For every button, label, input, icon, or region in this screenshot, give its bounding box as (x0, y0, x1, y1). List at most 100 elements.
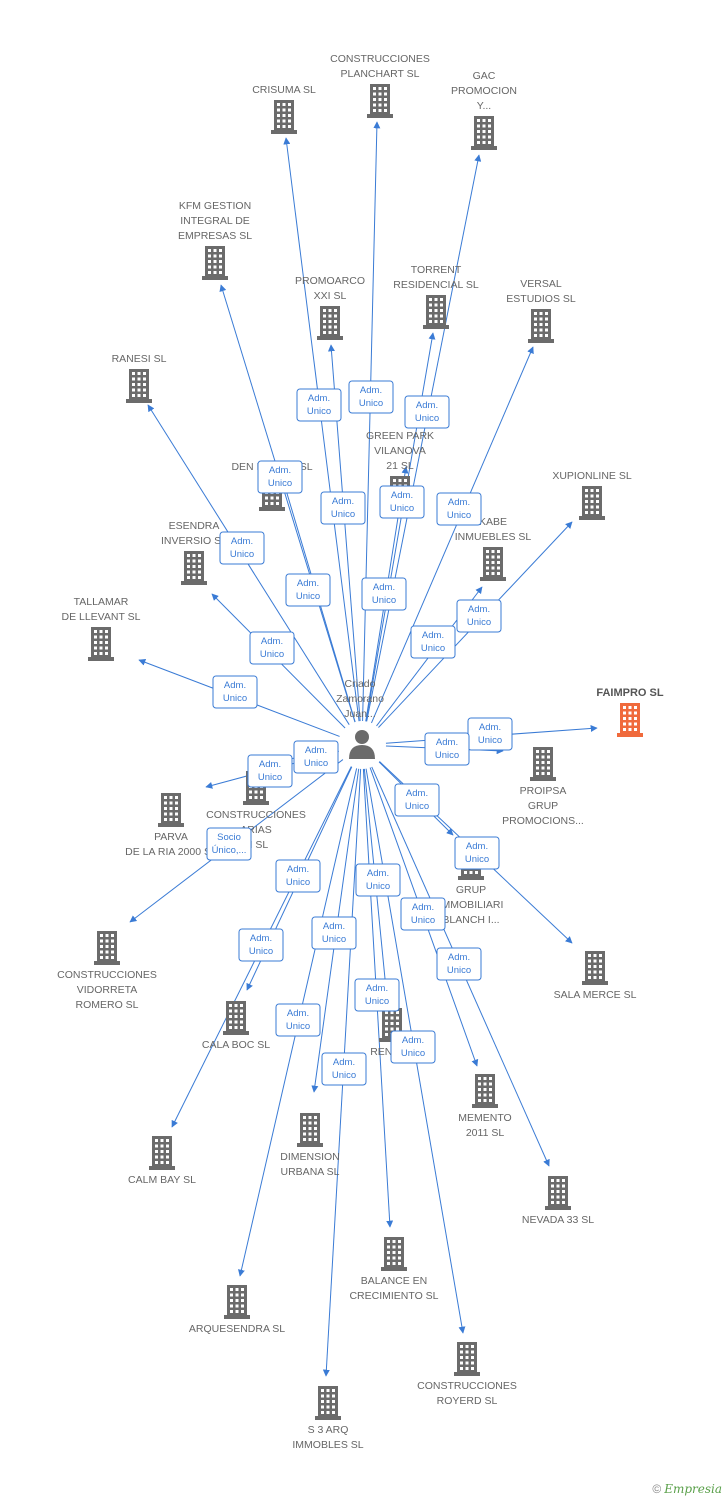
company-name: NEVADA 33 SL (522, 1214, 594, 1226)
company-node-gac[interactable]: GACPROMOCIONY... (451, 70, 517, 150)
company-node-salamerce[interactable]: SALA MERCE SL (554, 951, 637, 1001)
edge-label-box (361, 577, 407, 611)
company-name: 2011 SL (466, 1127, 504, 1139)
company-name: XXI SL (314, 290, 347, 302)
company-node-nevada[interactable]: NEVADA 33 SL (522, 1176, 594, 1226)
edge-label-memento[interactable]: Adm.Unico (400, 897, 446, 931)
edge-label-balance[interactable]: Adm.Unico (354, 978, 400, 1012)
edge-label-box (320, 491, 366, 525)
edge-label-promoarco[interactable]: Adm.Unico (320, 491, 366, 525)
edge-label-text: Unico (268, 478, 292, 489)
edge-label-text: Unico (421, 643, 445, 654)
edge-label-text: Adm. (366, 983, 388, 994)
edge-label-calaboc[interactable]: Adm.Unico (275, 859, 321, 893)
edge-label-torrent[interactable]: Adm.Unico (379, 485, 425, 519)
edge-label-calmbay[interactable]: Adm.Unico (238, 928, 284, 962)
edge-label-box (257, 460, 303, 494)
edge-label-s3arq[interactable]: Adm.Unico (321, 1052, 367, 1086)
edge-label-grup[interactable]: Adm.Unico (394, 783, 440, 817)
edge-label-text: Socio (217, 832, 241, 843)
footer-brand[interactable]: ©Empresia (652, 1482, 722, 1496)
edge-label-denriera[interactable]: Adm.Unico (285, 573, 331, 607)
edge-label-text: Unico (322, 934, 346, 945)
company-node-calaboc[interactable]: CALA BOC SL (202, 1001, 270, 1051)
building-icon (271, 100, 297, 134)
edge-label-text: Adm. (373, 582, 395, 593)
building-icon (224, 1285, 250, 1319)
company-node-propisa[interactable]: PROIPSAGRUPPROMOCIONS... (502, 747, 584, 827)
edge-label-royerd[interactable]: Adm.Unico (390, 1030, 436, 1064)
company-name: CONSTRUCCIONES (57, 969, 157, 981)
edge-label-gac[interactable]: Adm.Unico (404, 395, 450, 429)
company-name: Y... (477, 100, 491, 112)
edge-label-greenpark[interactable]: Adm.Unico (361, 577, 407, 611)
edge-label-box (394, 783, 440, 817)
edge-label-faimpro[interactable]: Adm.Unico (467, 717, 513, 751)
edge-label-text: Adm. (360, 385, 382, 396)
edge-label-box (456, 599, 502, 633)
edge-label-propisa[interactable]: Adm.Unico (424, 732, 470, 766)
company-node-calmbay[interactable]: CALM BAY SL (128, 1136, 196, 1186)
company-name: VILANOVA (374, 445, 426, 457)
edge-label-text: Adm. (269, 465, 291, 476)
company-name: RANESI SL (112, 353, 167, 365)
company-name: SALA MERCE SL (554, 989, 637, 1001)
edge-kfm (219, 284, 356, 723)
edge-label-text: Unico (258, 772, 282, 783)
edge-label-salamerce[interactable]: Adm.Unico (454, 836, 500, 870)
edge-label-box (390, 1030, 436, 1064)
building-icon (530, 747, 556, 781)
edge-label-text: Adm. (259, 759, 281, 770)
company-node-faimpro[interactable]: FAIMPRO SL (596, 687, 664, 737)
company-node-arquesendra[interactable]: ARQUESENDRA SL (189, 1285, 285, 1335)
company-name: ESENDRA (169, 520, 220, 532)
edge-label-vidorreta[interactable]: Adm. Unico (247, 754, 293, 788)
company-name: PLANCHART SL (341, 68, 420, 80)
edge-label-kabe[interactable]: Adm.Unico (410, 625, 456, 659)
edge-label-text: Unico (260, 649, 284, 660)
company-node-ranesi[interactable]: RANESI SL (112, 353, 167, 403)
edge-label-ranesi[interactable]: Adm.Unico (219, 531, 265, 565)
edge-label-versal[interactable]: Adm.Unico (436, 492, 482, 526)
person-name: Zamorano (336, 693, 384, 705)
edge-label-box (247, 754, 293, 788)
edge-label-construcciones_m[interactable]: Adm.Unico (293, 740, 339, 774)
company-node-xupionline[interactable]: XUPIONLINE SL (552, 470, 632, 520)
edge-label-text: Adm. (436, 737, 458, 748)
edge-label-crisuma[interactable]: Adm.Unico (296, 388, 342, 422)
edge-label-dimension[interactable]: Adm.Unico (311, 916, 357, 950)
center-person[interactable]: CriadoZamoranoJuan... (336, 678, 384, 759)
person-icon (349, 730, 375, 759)
edge-label-kfm[interactable]: Adm. Unico (257, 460, 303, 494)
edge-label-arquesendra[interactable]: Adm.Unico (275, 1003, 321, 1037)
edge-label-esendra[interactable]: Adm.Unico (249, 631, 295, 665)
edge-label-box (348, 380, 394, 414)
brand-logo: Empresia (664, 1482, 722, 1496)
company-name: CONSTRUCCIONES (206, 809, 306, 821)
edge-label-parva[interactable]: SocioÚnico,... (206, 827, 252, 861)
edge-label-planchart[interactable]: Adm.Unico (348, 380, 394, 414)
edge-label-renta[interactable]: Adm.Unico (355, 863, 401, 897)
edge-ranesi (147, 404, 350, 725)
company-node-crisuma[interactable]: CRISUMA SL (252, 84, 316, 134)
edge-label-xupionline[interactable]: Adm.Unico (456, 599, 502, 633)
edge-label-text: Adm. (406, 788, 428, 799)
company-name: VIDORRETA (77, 984, 137, 996)
edge-label-nevada[interactable]: Adm.Unico (436, 947, 482, 981)
edge-label-tallamar[interactable]: Adm.Unico (212, 675, 258, 709)
